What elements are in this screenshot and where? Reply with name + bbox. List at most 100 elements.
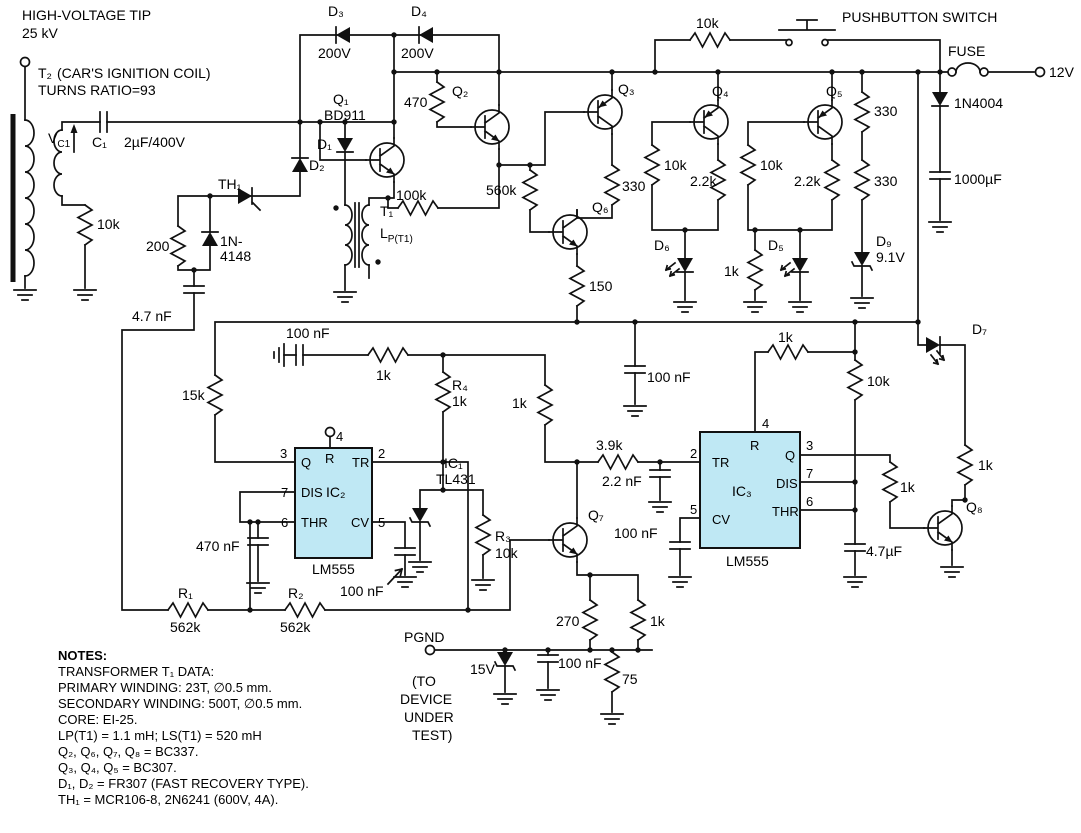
ic3-name: IC₃ [732, 483, 752, 499]
resistor-330-b [854, 159, 870, 201]
pushbutton-contact-left [785, 38, 793, 47]
ground-symbol [273, 343, 285, 367]
resistor-10k-q5 [740, 144, 756, 186]
led-d5 [780, 257, 809, 277]
ic2-pin-cv: CV [351, 515, 369, 530]
diode-d4 [418, 26, 434, 44]
t1-phase-dot-top [333, 205, 339, 211]
label-560k: 560k [486, 182, 517, 198]
capacitor-1000uf [929, 171, 951, 180]
label-d4-value: 200V [401, 45, 434, 61]
ic3-pin6: 6 [806, 494, 813, 509]
label-r4-value: 1k [452, 393, 468, 409]
resistor-10k-pushbutton [689, 32, 731, 48]
transistor-q5 [803, 99, 843, 145]
wires-supply [393, 39, 1035, 221]
resistor-15k [207, 374, 223, 416]
ground-symbol [408, 561, 432, 573]
ic2-pin-q: Q [301, 455, 311, 470]
label-c1-name: C₁ [92, 134, 107, 150]
notes-line: Q₃, Q₄, Q₅ = BC307. [58, 760, 177, 775]
label-4.7nf: 4.7 nF [132, 308, 172, 324]
label-lp-t1: LP(T1) [380, 225, 413, 245]
pushbutton-contact-right [821, 38, 829, 47]
ic2-lm555: 3 Q 4 R 2 TR 7 DIS 6 THR 5 CV IC₂ LM555 [280, 429, 385, 577]
label-1k-a: 1k [376, 367, 392, 383]
t1-core [354, 202, 360, 268]
label-r2-name: R₂ [288, 585, 304, 601]
pushbutton-actuator [778, 19, 836, 31]
notes-line: TH₁ = MCR106-8, 2N6241 (600V, 4A). [58, 792, 278, 807]
vc1-arrowhead [70, 124, 78, 133]
label-470: 470 [404, 94, 428, 110]
hv-tip-terminal [19, 56, 31, 68]
resistor-r2-562k [284, 602, 326, 618]
resistor-10k-hv [77, 204, 93, 246]
ic2-pin-thr: THR [301, 515, 328, 530]
label-th1: TH₁ [218, 176, 242, 192]
label-tut-4: TEST) [412, 727, 452, 743]
ic2-pin6: 6 [281, 515, 288, 530]
t2-secondary-coil [53, 129, 63, 197]
notes-line: LP(T1) = 1.1 mH; LS(T1) = 520 mH [58, 728, 262, 743]
label-12v: 12V [1049, 64, 1075, 80]
label-q7: Q₇ [588, 507, 604, 523]
ic3-lm555: 4 R 2 TR 3 Q 7 DIS 6 THR 5 CV IC₃ LM555 [690, 416, 813, 569]
ground-symbol [743, 301, 767, 313]
capacitor-100nf-reset [295, 344, 304, 366]
ground-symbol [668, 576, 692, 588]
notes-line: CORE: EI-25. [58, 712, 137, 727]
transistor-q7 [548, 517, 588, 563]
ic2-pin7: 7 [281, 485, 288, 500]
transistor-q8 [923, 505, 963, 551]
label-d3-value: 200V [318, 45, 351, 61]
transformer-t2 [10, 114, 63, 282]
label-330-b: 330 [874, 173, 898, 189]
capacitor-2.2nf [649, 469, 671, 478]
label-2.2nf: 2.2 nF [602, 473, 642, 489]
label-q2: Q₂ [452, 83, 468, 99]
ic3-pin-dis: DIS [776, 476, 798, 491]
ic3-pin4: 4 [762, 416, 769, 431]
ground-symbol [928, 221, 952, 233]
label-100nf-mid: 100 nF [647, 369, 691, 385]
ic2-pin-tr: TR [352, 455, 369, 470]
diode-1n4004 [931, 91, 949, 107]
label-q4: Q₄ [712, 83, 729, 99]
resistor-1k-a [367, 347, 409, 363]
notes-line: D₁, D₂ = FR307 (FAST RECOVERY TYPE). [58, 776, 309, 791]
wires-ic3 [467, 321, 856, 651]
label-t2: T₂(CAR'S IGNITION COIL) [38, 65, 211, 81]
notes-line: TRANSFORMER T₁ DATA: [58, 664, 214, 679]
label-2.2k-q5: 2.2k [794, 173, 821, 189]
wires-q1-t1 [299, 34, 500, 291]
ic2-pin5: 5 [378, 515, 385, 530]
ground-symbol [471, 579, 495, 591]
capacitor-100nf-cv2 [394, 547, 416, 556]
resistor-3.9k [597, 454, 639, 470]
diode-d2 [291, 157, 309, 173]
resistor-1k-b [537, 384, 553, 426]
label-d3: D₃ [328, 3, 344, 19]
diode-d1 [336, 137, 354, 153]
ic2-pin3: 3 [280, 446, 287, 461]
wires-pgnd [434, 649, 653, 713]
fuse-element [955, 62, 981, 73]
resistor-100k [397, 200, 439, 216]
ic3-pin5: 5 [690, 502, 697, 517]
notes-heading: NOTES: [58, 648, 107, 663]
labels: HIGH-VOLTAGE TIP 25 kV T₂(CAR'S IGNITION… [22, 3, 1075, 743]
diode-1n4148 [201, 231, 219, 247]
ic3-body [699, 431, 801, 549]
ic3-pin-cv: CV [712, 512, 730, 527]
label-4.7uf: 4.7µF [866, 543, 902, 559]
label-150: 150 [589, 278, 613, 294]
pushbutton-switch [778, 19, 836, 47]
label-100nf-reset: 100 nF [286, 325, 330, 341]
label-r2-value: 562k [280, 619, 311, 635]
t1-left-coil [344, 204, 353, 266]
label-tut-2: DEVICE [400, 691, 452, 707]
resistor-330-a [854, 91, 870, 133]
ic3-pin-q: Q [785, 448, 795, 463]
led-d7 [925, 336, 945, 365]
